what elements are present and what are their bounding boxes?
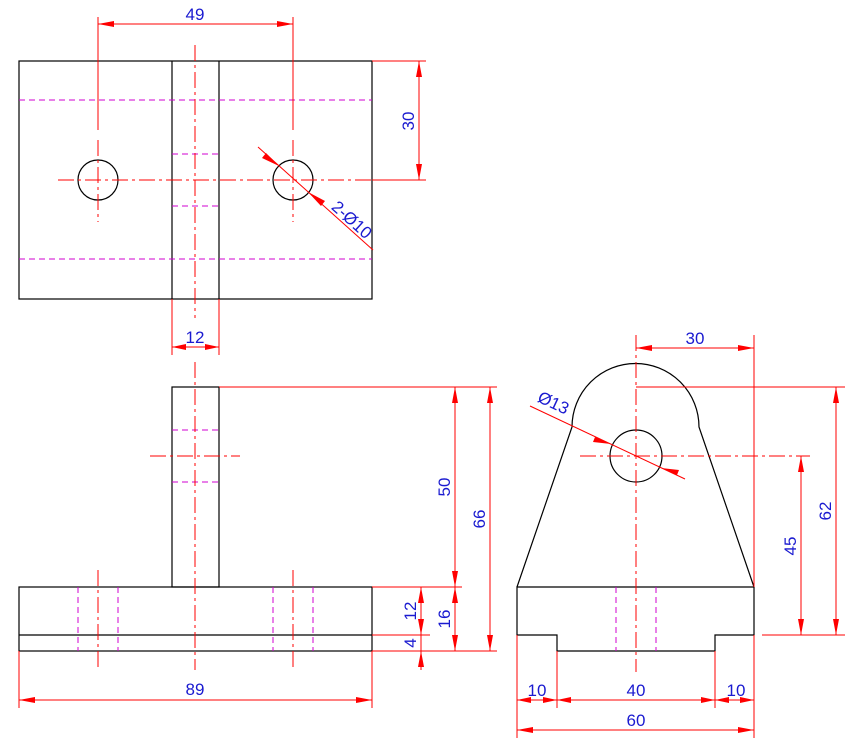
front-view-dimensions: 50 66 12 4 16 89 xyxy=(18,386,497,708)
dim-40-arrow-right xyxy=(701,697,715,703)
side-view-dimensions: 30 Ø13 45 62 10 40 10 xyxy=(516,329,845,738)
dim-40-arrow-left xyxy=(557,697,571,703)
bore-callout-label: Ø13 xyxy=(535,388,572,419)
dim-45-arrow-top xyxy=(798,456,804,472)
dim-60-label: 60 xyxy=(627,711,646,730)
hole-callout-arrow-lower xyxy=(308,192,325,206)
dim-10-left-label: 10 xyxy=(528,681,547,700)
dim-4-label: 4 xyxy=(401,638,420,647)
dim-30-label: 30 xyxy=(399,112,418,131)
dim-89-label: 89 xyxy=(186,680,205,699)
dim-45-arrow-bottom xyxy=(798,619,804,635)
dim-45-label: 45 xyxy=(781,537,800,556)
dim-10-right-arrow-a xyxy=(715,697,729,703)
dim-30-side-arrow-left xyxy=(636,345,652,351)
dim-16-label: 16 xyxy=(435,610,454,629)
dim-12-label: 12 xyxy=(401,602,420,621)
dim-12-arrow-top xyxy=(418,587,424,603)
dim-30-arrow-top xyxy=(416,61,422,77)
dim-66-arrow-bottom xyxy=(487,635,493,651)
dim-30-side-arrow-right xyxy=(738,345,754,351)
dim-62-arrow-top xyxy=(833,387,839,403)
dim-89-arrow-right xyxy=(356,697,372,703)
dim-89-arrow-left xyxy=(19,697,35,703)
hole-callout-arrow-upper xyxy=(262,153,279,166)
front-view xyxy=(18,362,373,670)
dim-12-arrow-bottom xyxy=(418,619,424,635)
dim-10-right-arrow-b xyxy=(740,697,754,703)
dim-16-arrow-bottom xyxy=(452,635,458,651)
dim-10-left-arrow-a xyxy=(517,697,531,703)
side-view xyxy=(516,335,810,672)
dim-10-right-label: 10 xyxy=(727,681,746,700)
dim-50-arrow-top xyxy=(452,387,458,403)
dim-60-arrow-left xyxy=(517,727,533,733)
dim-12-rib-arrow-left xyxy=(172,344,186,350)
dim-30-side-label: 30 xyxy=(686,329,705,348)
dim-50-label: 50 xyxy=(435,478,454,497)
dim-10-left-arrow-b xyxy=(543,697,557,703)
hole-callout-label: 2-Ø10 xyxy=(328,197,376,243)
bore-callout-arrow-lower xyxy=(661,468,679,475)
dim-30-arrow-bottom xyxy=(416,164,422,180)
dim-4-arrow-bottom xyxy=(418,651,424,667)
dim-62-label: 62 xyxy=(816,502,835,521)
dim-60-arrow-right xyxy=(738,727,754,733)
dim-50-arrow-bottom xyxy=(452,571,458,587)
dim-66-arrow-top xyxy=(487,387,493,403)
dim-62-arrow-bottom xyxy=(833,619,839,635)
dim-49-arrow-left xyxy=(98,21,114,27)
top-view xyxy=(18,45,373,318)
dim-49-arrow-right xyxy=(277,21,293,27)
dim-66-label: 66 xyxy=(470,510,489,529)
dim-16-arrow-top xyxy=(452,587,458,603)
dim-49-label: 49 xyxy=(186,5,205,24)
dim-12-rib-arrow-right xyxy=(205,344,219,350)
bore-callout-arrow-upper xyxy=(593,437,611,444)
dim-40-label: 40 xyxy=(627,681,646,700)
dim-12-rib-label: 12 xyxy=(186,328,205,347)
